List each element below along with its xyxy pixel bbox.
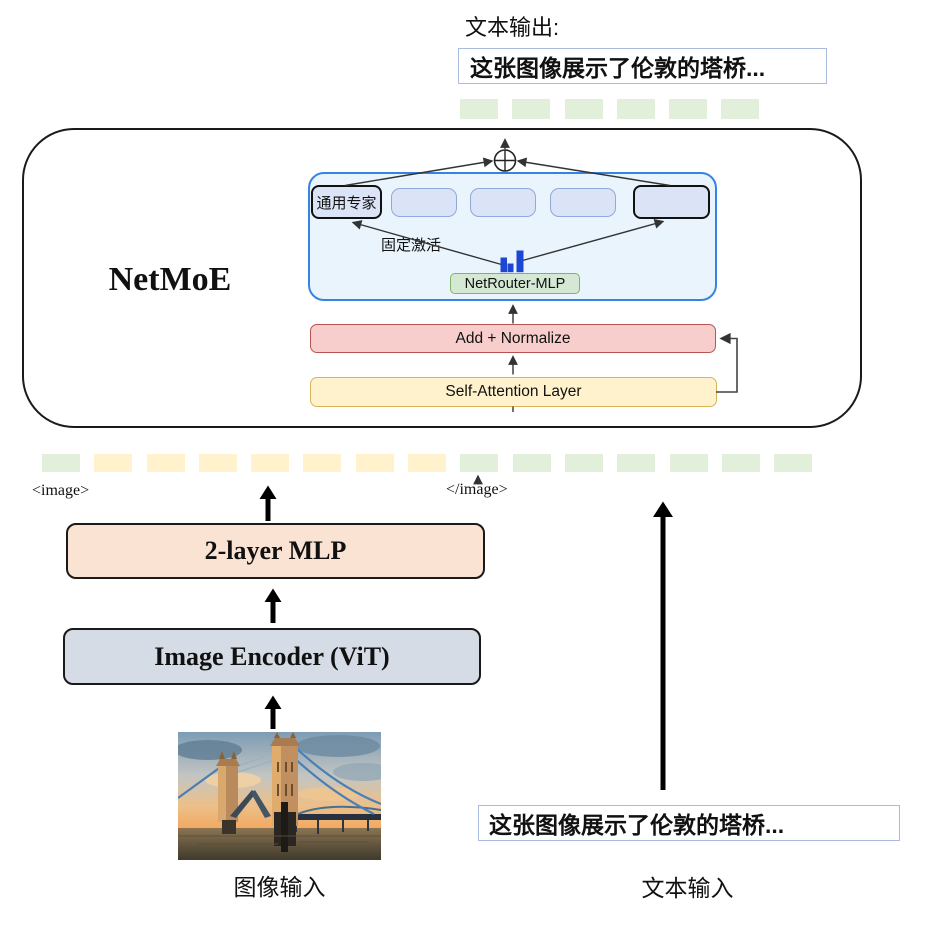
expert-box xyxy=(391,188,457,217)
text-input-value: 这张图像展示了伦敦的塔桥... xyxy=(489,812,785,838)
tower-bridge-image xyxy=(174,732,393,860)
image-close-tag: </image> xyxy=(446,481,508,498)
expert-box xyxy=(550,188,616,217)
green-token xyxy=(616,99,655,119)
encoder-to-mlp-arrow xyxy=(264,588,282,623)
output-token-row xyxy=(460,99,760,119)
yellow-token xyxy=(408,454,447,472)
selected-expert-box xyxy=(633,185,710,219)
text-output-box: 这张图像展示了伦敦的塔桥... xyxy=(458,48,827,84)
green-token xyxy=(617,454,656,472)
yellow-token xyxy=(355,454,394,472)
mlp-box: 2-layer MLP xyxy=(66,523,485,579)
green-token xyxy=(512,99,551,119)
text-input-up-arrow xyxy=(653,501,673,790)
green-token xyxy=(512,454,551,472)
green-token xyxy=(774,454,813,472)
green-token xyxy=(460,454,499,472)
yellow-token xyxy=(198,454,237,472)
input-token-row xyxy=(42,454,813,472)
image-open-tag: <image> xyxy=(32,482,90,499)
green-token xyxy=(721,99,760,119)
image-input-caption: 图像输入 xyxy=(233,874,326,900)
add-normalize-box: Add + Normalize xyxy=(310,324,716,353)
expert-box xyxy=(470,188,536,217)
yellow-token xyxy=(251,454,290,472)
green-token xyxy=(669,99,708,119)
yellow-token xyxy=(303,454,342,472)
green-token xyxy=(721,454,760,472)
yellow-token xyxy=(94,454,133,472)
text-input-box: 这张图像展示了伦敦的塔桥... xyxy=(478,805,900,841)
image-to-encoder-arrow xyxy=(264,695,282,729)
image-encoder-box: Image Encoder (ViT) xyxy=(63,628,481,685)
green-token xyxy=(42,454,80,472)
green-token xyxy=(564,454,603,472)
netmoe-title: NetMoE xyxy=(108,261,232,298)
text-output-label: 文本输出: xyxy=(465,15,560,40)
general-expert-label: 通用专家 xyxy=(316,194,377,212)
text-output-value: 这张图像展示了伦敦的塔桥... xyxy=(470,55,766,81)
green-token xyxy=(460,99,498,119)
self-attention-label: Self-Attention Layer xyxy=(445,383,582,400)
self-attention-box: Self-Attention Layer xyxy=(310,377,717,407)
green-token xyxy=(669,454,708,472)
tokens-up-arrow xyxy=(259,485,277,521)
add-normalize-label: Add + Normalize xyxy=(455,329,571,347)
netrouter-mlp-box: NetRouter-MLP xyxy=(450,273,580,294)
mlp-label: 2-layer MLP xyxy=(204,536,347,565)
general-expert-box: 通用专家 xyxy=(311,185,382,219)
text-input-caption: 文本输入 xyxy=(641,875,734,901)
fixed-activation-label: 固定激活 xyxy=(381,237,442,254)
yellow-token xyxy=(146,454,185,472)
netrouter-mlp-label: NetRouter-MLP xyxy=(464,275,566,292)
image-encoder-label: Image Encoder (ViT) xyxy=(154,641,390,671)
green-token xyxy=(564,99,603,119)
